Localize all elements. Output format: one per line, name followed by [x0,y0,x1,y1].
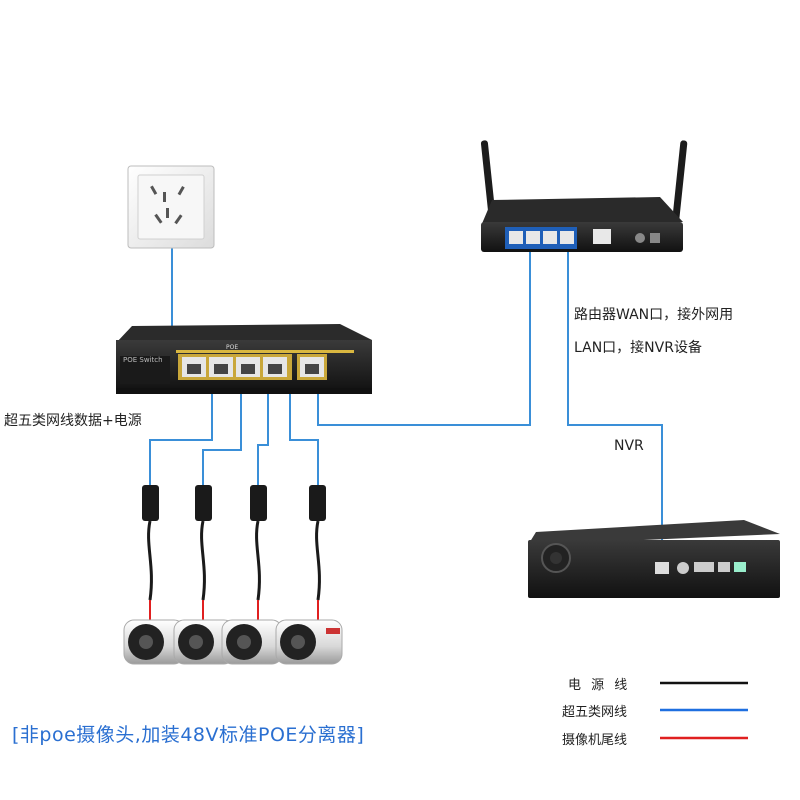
poe-splitter-icon [250,485,267,620]
legend-label-camera-tail: 摄像机尾线 [562,733,628,748]
switch-port-label: POE [226,344,239,351]
switch-to-router-line [317,252,531,426]
router-icon [480,140,688,252]
switch-port4-line [289,384,319,485]
poe-splitter-icon [309,485,326,620]
bullet-camera-icon [221,619,283,665]
cameras [123,619,343,665]
wall-socket-icon [127,165,215,249]
legend-lines [660,681,748,740]
bullet-camera-icon [275,619,343,665]
caption: [非poe摄像头,加装48V标准POE分离器] [12,724,365,746]
cable-label: 超五类网线数据+电源 [4,413,142,429]
nvr-label: NVR [614,438,644,454]
legend-label-power: 电 源 线 [568,678,631,693]
switch-port1-line [149,384,213,485]
legend-label-network: 超五类网线 [562,705,628,720]
poe-switch-icon [116,324,372,394]
poe-splitter-icon [142,485,159,620]
bullet-camera-icon [173,619,235,665]
switch-port3-line [257,384,269,485]
nvr-icon [528,520,780,598]
network-cables [149,248,663,565]
switch-brand-label: POE Switch [123,356,163,364]
router-note-line2: LAN口，接NVR设备 [574,340,702,356]
router-note-line1: 路由器WAN口，接外网用 [574,307,734,323]
bullet-camera-icon [123,619,185,665]
poe-splitters [142,485,326,620]
poe-splitter-icon [195,485,212,620]
switch-port2-line [202,384,242,485]
router-to-nvr-line [567,252,663,565]
